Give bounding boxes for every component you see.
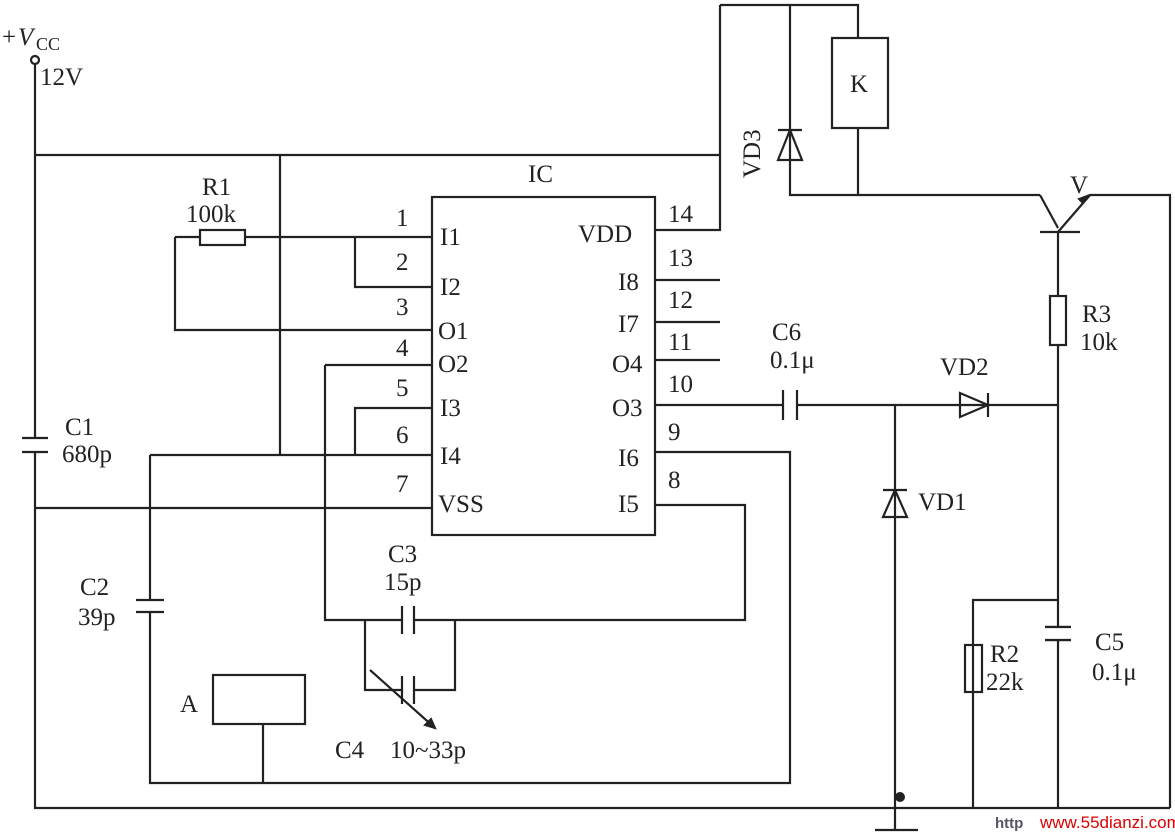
resistor-r2: R2 22k [963,641,1024,696]
c5-value: 0.1μ [1092,659,1137,686]
pin-num: 11 [668,329,692,356]
watermark: http www.55dianzi.com [995,813,1175,832]
diode-vd3: VD3 [739,127,804,178]
pin-name: I6 [618,445,639,472]
pin-num: 13 [668,245,693,272]
pin-num: 1 [396,205,409,232]
pin-name: O3 [612,395,643,422]
pin-name: O1 [438,318,469,345]
c3-name: C3 [388,541,417,568]
capacitor-c5: C5 0.1μ [1044,625,1137,686]
pin-num: 3 [396,294,409,321]
vcc-voltage: 12V [40,64,83,91]
pin-name: VSS [438,491,484,518]
capacitor-c2: C2 39p [78,574,116,631]
r2-name: R2 [990,641,1019,668]
ic-label: IC [528,161,553,188]
watermark-site: www.55dianzi.com [1039,813,1175,832]
c6-value: 0.1μ [770,347,815,374]
relay-k: K [830,36,890,130]
vcc-sub: CC [36,34,60,54]
pin-num: 9 [668,419,681,446]
pin-name: O2 [438,351,469,378]
vd2-name: VD2 [940,354,989,381]
c3-value: 15p [384,569,422,596]
resistor-r1: R1 100k [186,174,247,247]
variable-capacitor-c4: C4 10~33p [335,737,466,764]
pin-name: I4 [440,443,461,470]
c2-value: 39p [78,604,116,631]
pin-num: 8 [668,467,681,494]
diode-vd2: VD2 [940,354,991,419]
vcc-terminal: + V CC 12V [2,24,83,91]
r3-value: 10k [1080,329,1118,356]
vcc-v: V [18,24,36,51]
c4-name: C4 [335,737,365,764]
k-name: K [850,71,868,98]
watermark-prefix: http [995,815,1023,832]
pin-name: VDD [578,221,632,248]
r2-value: 22k [986,669,1024,696]
vcc-plus: + [2,24,16,51]
resistor-r3: R3 10k [1048,294,1118,356]
pin-num: 5 [396,375,409,402]
pin-name: I7 [618,311,639,338]
c4-value: 10~33p [390,737,466,764]
r1-value: 100k [186,201,237,228]
pin-name: I1 [440,224,461,251]
pin-num: 14 [668,201,694,228]
c6-name: C6 [772,319,801,346]
diode-vd1: VD1 [881,487,967,519]
c1-value: 680p [62,441,112,468]
pin-name: I2 [440,274,461,301]
transistor-v: V [1070,172,1088,199]
r3-name: R3 [1082,301,1111,328]
pin-name: O4 [612,351,643,378]
capacitor-c1: C1 680p [62,414,112,468]
r1-name: R1 [202,174,231,201]
ic-chip: IC 1 I1 2 I2 3 O1 4 O2 5 I3 6 I4 7 VSS 1… [396,161,694,537]
pin-num: 10 [668,371,693,398]
a-name: A [180,691,198,718]
pin-name: I3 [440,395,461,422]
vd3-name: VD3 [739,129,766,178]
antenna-plate-a: A [180,673,307,726]
pin-num: 7 [396,471,409,498]
pin-num: 2 [396,249,409,276]
pin-num: 6 [396,422,409,449]
pin-num: 4 [396,335,409,362]
c1-name: C1 [65,414,94,441]
capacitor-c3: C3 15p [384,541,422,596]
pin-name: I5 [618,491,639,518]
c5-name: C5 [1095,629,1124,656]
pin-name: I8 [618,269,639,296]
v-name: V [1070,172,1088,199]
vd1-name: VD1 [918,489,967,516]
capacitor-c6: C6 0.1μ [770,319,815,374]
pin-num: 12 [668,287,693,314]
c2-name: C2 [80,574,109,601]
